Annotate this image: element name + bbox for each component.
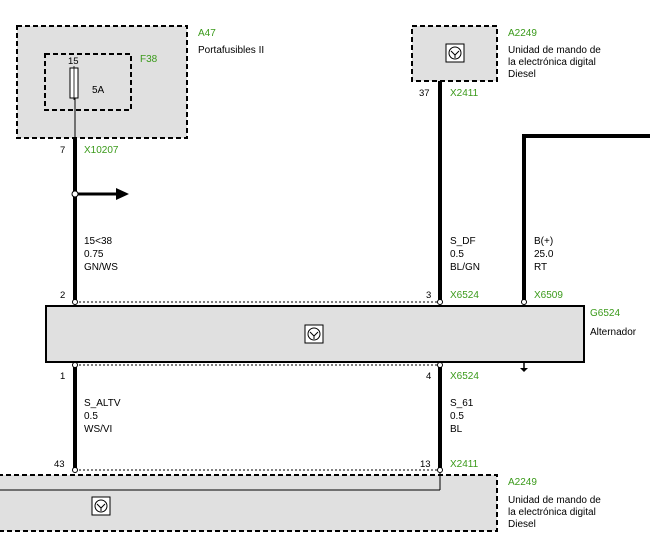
f38-pin-label: 15 [68, 56, 79, 67]
a47-label: Portafusibles II [198, 45, 264, 56]
wire-sdf-label-3: BL/GN [450, 262, 480, 273]
wire-altv-label-3: WS/VI [84, 424, 112, 435]
pin-dot-4 [437, 362, 443, 368]
wire-15-label-1: 15<38 [84, 236, 113, 247]
x6524-pin-3: 3 [426, 290, 431, 301]
pin-dot-43 [72, 467, 78, 473]
a2249-bottom-box [0, 474, 498, 532]
f38-fuse-box [44, 53, 132, 111]
alternator-box [45, 305, 585, 363]
pin-dot-2 [72, 299, 78, 305]
wire-15-label-2: 0.75 [84, 249, 104, 260]
x6524-pin-2: 2 [60, 290, 65, 301]
wire-61-label-3: BL [450, 424, 463, 435]
wire-bplus-label-2: 25.0 [534, 249, 554, 260]
f38-code: F38 [140, 54, 158, 65]
a2249-bottom-code: A2249 [508, 477, 537, 488]
f38-rating: 5A [92, 85, 105, 96]
wire-61-label-1: S_61 [450, 398, 474, 409]
a2249-top-code: A2249 [508, 28, 537, 39]
wire-bplus-label-3: RT [534, 262, 547, 273]
a47-code: A47 [198, 28, 216, 39]
pin-dot-x10207 [73, 146, 77, 150]
a2249-top-label-1: Unidad de mando de [508, 45, 601, 56]
a47-fuse-holder-box [16, 25, 188, 139]
x6509-code: X6509 [534, 290, 563, 301]
x2411-top-code: X2411 [450, 88, 479, 99]
x6524-top-code: X6524 [450, 290, 479, 301]
a2249-bottom-label-3: Diesel [508, 519, 536, 530]
x2411-top-pin: 37 [419, 88, 430, 99]
splice-point [71, 190, 79, 198]
a2249-bottom-label-2: la electrónica digital [508, 507, 596, 518]
a2249-bottom-label-1: Unidad de mando de [508, 495, 601, 506]
g6524-code: G6524 [590, 308, 620, 319]
wire-sdf-label-2: 0.5 [450, 249, 464, 260]
wire-sdf-label-1: S_DF [450, 236, 476, 247]
a2249-top-label-3: Diesel [508, 69, 536, 80]
wire-bplus-label-1: B(+) [534, 236, 553, 247]
wire-altv-label-1: S_ALTV [84, 398, 121, 409]
alternator-icon [304, 324, 324, 344]
branch-arrow-icon [116, 188, 129, 200]
control-unit-icon [445, 43, 465, 63]
wire-altv-label-2: 0.5 [84, 411, 98, 422]
a2249-top-label-2: la electrónica digital [508, 57, 596, 68]
x6524-pin-1: 1 [60, 371, 65, 382]
wire-15-label-3: GN/WS [84, 262, 118, 273]
x10207-code: X10207 [84, 145, 119, 156]
x10207-pin: 7 [60, 145, 65, 156]
x2411-pin-43: 43 [54, 459, 65, 470]
ground-icon [520, 368, 528, 372]
x6524-pin-4: 4 [426, 371, 431, 382]
pin-dot-3 [437, 299, 443, 305]
x2411-bottom-code: X2411 [450, 459, 479, 470]
x6524-bottom-code: X6524 [450, 371, 479, 382]
pin-dot-x6509 [521, 299, 527, 305]
g6524-label: Alternador [590, 327, 637, 338]
pin-dot-13 [437, 467, 443, 473]
control-unit-icon [91, 496, 111, 516]
x2411-pin-13: 13 [420, 459, 431, 470]
pin-dot-1 [72, 362, 78, 368]
wire-61-label-2: 0.5 [450, 411, 464, 422]
